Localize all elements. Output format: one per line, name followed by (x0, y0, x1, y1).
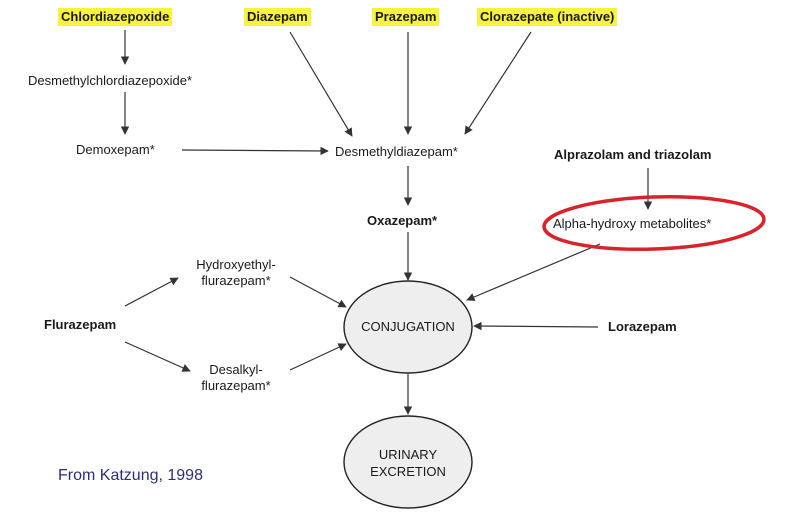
arrow-hydroxyethyl-to-conjugation (289, 276, 347, 308)
node-urinary-excretion: URINARY EXCRETION (344, 446, 472, 480)
arrow-demoxepam-to-desmethyldiazepam (181, 146, 329, 156)
node-chlordiazepoxide: Chlordiazepoxide (58, 8, 173, 26)
node-flurazepam: Flurazepam (44, 317, 117, 332)
node-conjugation: CONJUGATION (361, 319, 455, 334)
arrow-diazepam-to-desmethyldiazepam (289, 31, 353, 137)
node-desalkyl-flurazepam: Desalkyl- flurazepam* (186, 362, 286, 394)
urinary-line2: EXCRETION (370, 464, 446, 479)
node-diazepam: Diazepam (244, 8, 311, 26)
desalkyl-line2: flurazepam* (201, 378, 271, 393)
arrow-alpha-hydroxy-to-conjugation (466, 243, 601, 301)
desalkyl-line1: Desalkyl- (209, 362, 263, 377)
source-credit: From Katzung, 1998 (58, 467, 203, 484)
hydroxyethyl-line1: Hydroxyethyl- (196, 257, 276, 272)
node-alpha-hydroxy-metabolites: Alpha-hydroxy metabolites* (553, 216, 712, 231)
arrow-clorazepate-to-desmethyldiazepam (464, 31, 532, 135)
node-alprazolam-triazolam: Alprazolam and triazolam (554, 147, 712, 162)
arrow-flurazepam-to-hydroxyethyl (124, 277, 179, 307)
annotation-circle (542, 194, 766, 252)
node-prazepam: Prazepam (372, 8, 440, 26)
node-lorazepam: Lorazepam (608, 319, 677, 334)
hydroxyethyl-line2: flurazepam* (201, 273, 271, 288)
conjugation-ellipse (343, 280, 473, 374)
arrow-desalkyl-to-conjugation (289, 343, 347, 371)
node-oxazepam: Oxazepam* (367, 213, 438, 228)
node-hydroxyethyl-flurazepam: Hydroxyethyl- flurazepam* (186, 257, 286, 289)
arrow-flurazepam-to-desalkyl (124, 341, 191, 372)
arrow-lorazepam-to-conjugation (473, 321, 599, 331)
urinary-line1: URINARY (378, 447, 438, 462)
urinary-excretion-ellipse (343, 415, 473, 509)
node-clorazepate: Clorazepate (inactive) (477, 8, 618, 26)
node-demoxepam: Demoxepam* (76, 142, 155, 157)
node-desmethyldiazepam: Desmethyldiazepam* (335, 144, 458, 159)
node-desmethylchlordiazepoxide: Desmethylchlordiazepoxide* (28, 73, 193, 88)
